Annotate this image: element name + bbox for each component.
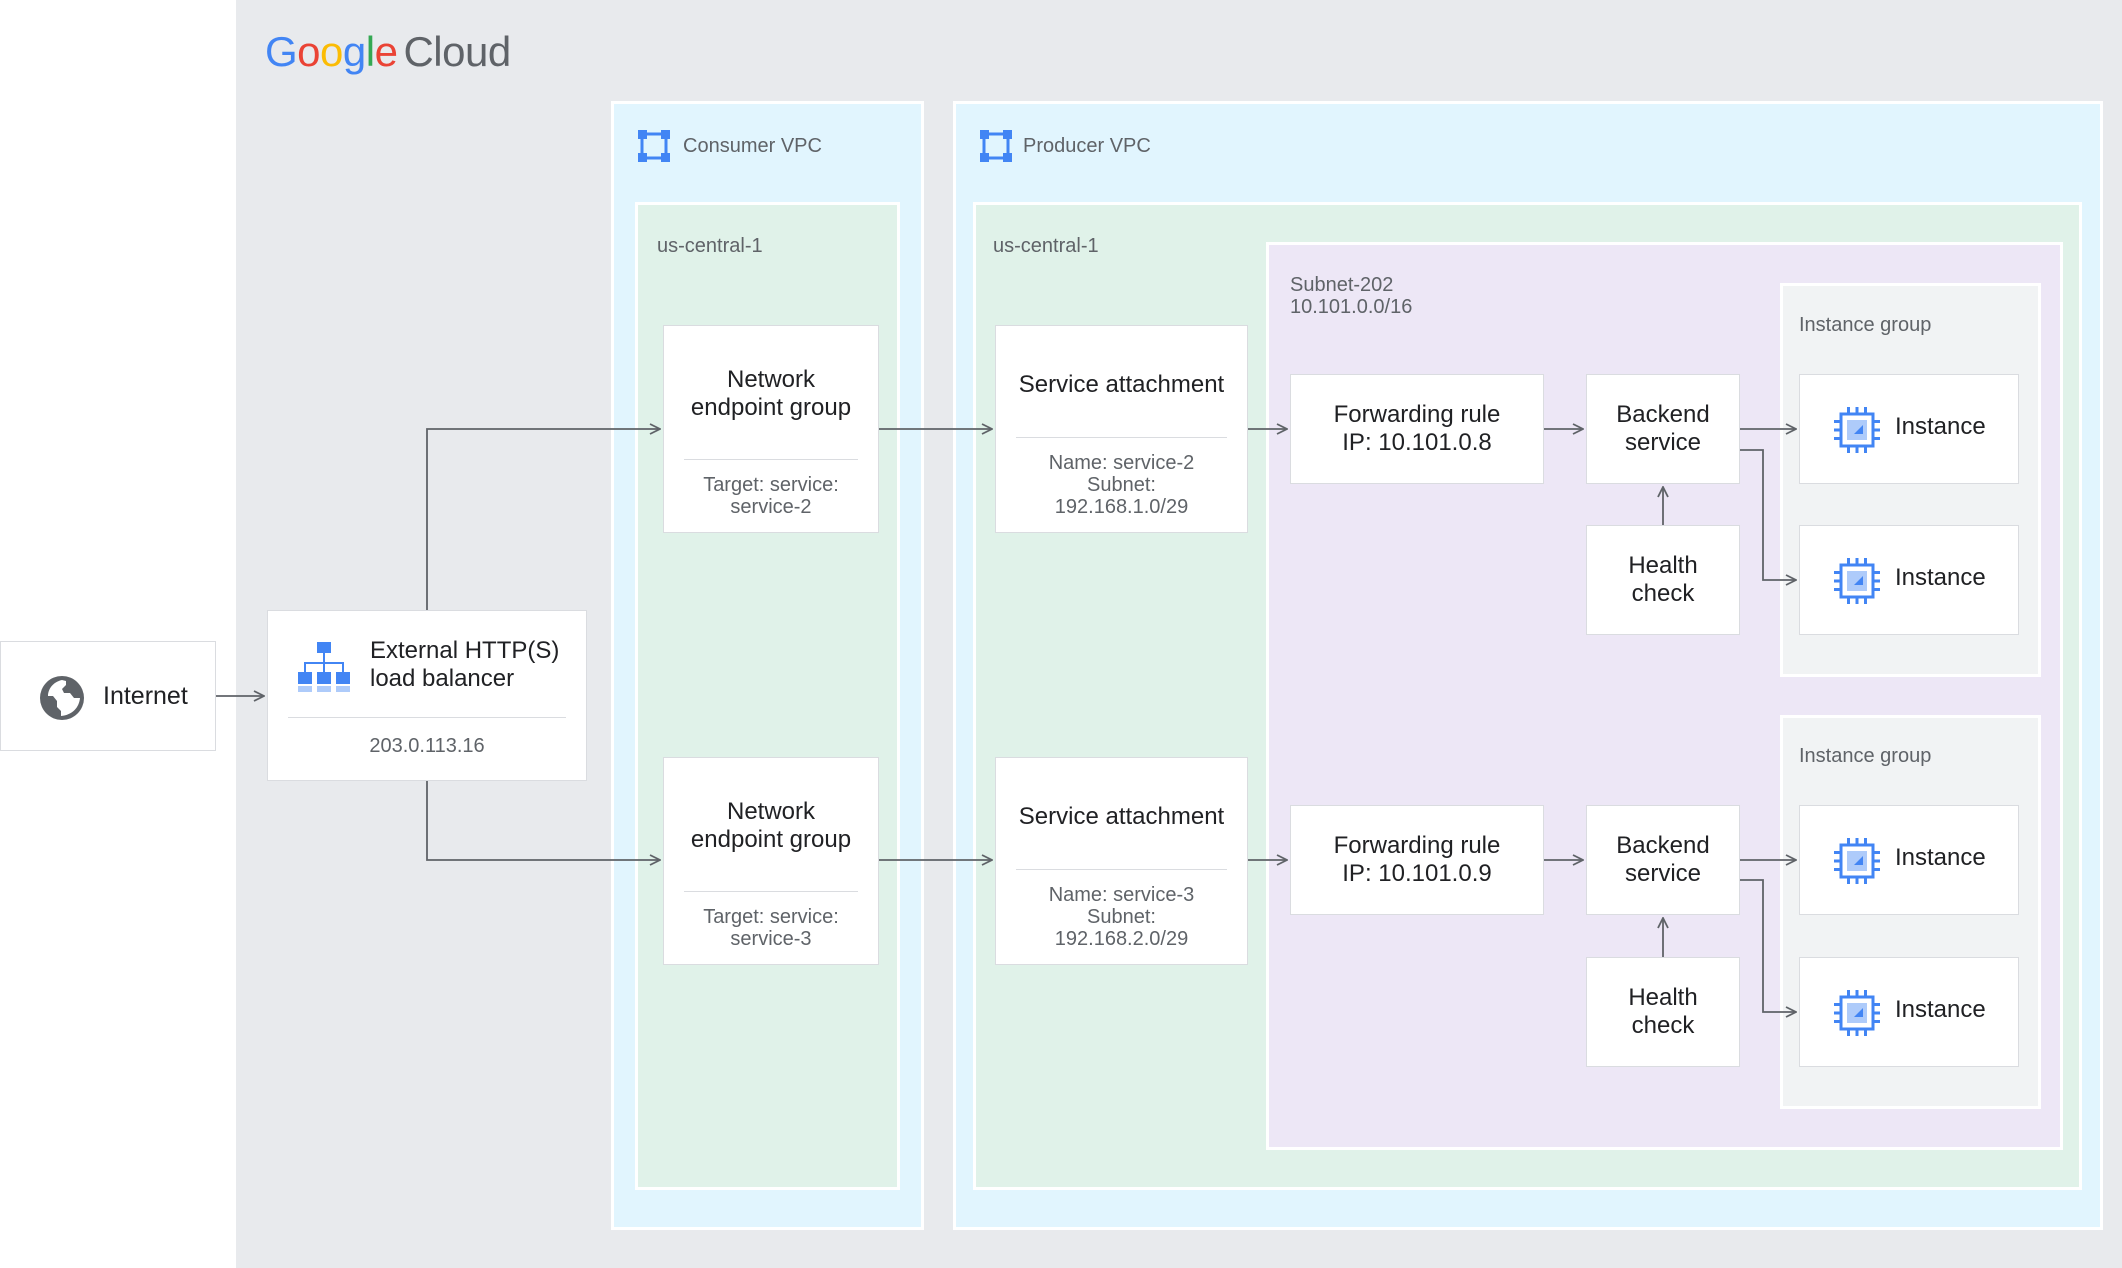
neg-target-line1: Target: service: — [703, 906, 839, 928]
service-attachment-subnet: 192.168.1.0/29 — [1054, 496, 1189, 518]
consumer-vpc-label: Consumer VPC — [683, 135, 822, 157]
google-wordmark-letter: o — [320, 28, 343, 75]
network-endpoint-group-1: Network endpoint group Target: service: … — [663, 325, 879, 533]
backend-service-1: Backend service — [1586, 374, 1740, 484]
internet-node: Internet — [0, 641, 216, 751]
neg-title-line1: Network — [726, 366, 816, 393]
service-attachment-name: Name: service-3 — [1048, 884, 1195, 906]
compute-instance-icon — [1832, 988, 1882, 1038]
google-wordmark-letter: G — [265, 28, 298, 75]
neg-title-line2: endpoint group — [690, 826, 852, 853]
consumer-region-label: us-central-1 — [657, 235, 763, 257]
neg-target-line2: service-3 — [730, 928, 812, 950]
google-wordmark: Google — [265, 28, 398, 75]
compute-instance-icon — [1832, 405, 1882, 455]
instance-label: Instance — [1895, 413, 1986, 440]
network-endpoint-group-2: Network endpoint group Target: service: … — [663, 757, 879, 965]
service-attachment-2: Service attachment Name: service-3 Subne… — [995, 757, 1248, 965]
google-wordmark-letter: l — [365, 28, 375, 75]
load-balancer-icon — [298, 642, 350, 692]
vpc-icon — [636, 128, 672, 164]
service-attachment-title: Service attachment — [1018, 371, 1225, 398]
external-load-balancer: External HTTP(S) load balancer 203.0.113… — [267, 610, 587, 781]
forwarding-rule-2: Forwarding rule IP: 10.101.0.9 — [1290, 805, 1544, 915]
service-attachment-subnet-label: Subnet: — [1087, 474, 1156, 496]
backend-service-line2: service — [1624, 860, 1702, 887]
instance-label: Instance — [1895, 996, 1986, 1023]
backend-service-line1: Backend — [1616, 832, 1710, 859]
instance-group-label: Instance group — [1799, 314, 1932, 336]
compute-instance-icon — [1832, 836, 1882, 886]
health-check-line1: Health — [1628, 984, 1698, 1011]
neg-title-line2: endpoint group — [690, 394, 852, 421]
instance-1a: Instance — [1799, 374, 2019, 484]
load-balancer-ip: 203.0.113.16 — [369, 735, 485, 757]
service-attachment-subnet-label: Subnet: — [1087, 906, 1156, 928]
backend-service-line2: service — [1624, 429, 1702, 456]
instance-1b: Instance — [1799, 525, 2019, 635]
backend-service-line1: Backend — [1616, 401, 1710, 428]
forwarding-rule-1: Forwarding rule IP: 10.101.0.8 — [1290, 374, 1544, 484]
neg-target-line1: Target: service: — [703, 474, 839, 496]
instance-2b: Instance — [1799, 957, 2019, 1067]
service-attachment-name: Name: service-2 — [1048, 452, 1195, 474]
divider — [1016, 437, 1227, 438]
load-balancer-title-line1: External HTTP(S) — [370, 637, 560, 664]
subnet-name: Subnet-202 — [1290, 274, 1394, 296]
divider — [1016, 869, 1227, 870]
instance-label: Instance — [1895, 564, 1986, 591]
google-wordmark-letter: e — [374, 28, 398, 75]
divider — [684, 891, 858, 892]
instance-2a: Instance — [1799, 805, 2019, 915]
instance-group-label: Instance group — [1799, 745, 1932, 767]
compute-instance-icon — [1832, 556, 1882, 606]
subnet-cidr: 10.101.0.0/16 — [1290, 296, 1413, 318]
forwarding-rule-ip: IP: 10.101.0.9 — [1342, 860, 1492, 887]
producer-region-label: us-central-1 — [993, 235, 1099, 257]
health-check-line2: check — [1631, 580, 1695, 607]
service-attachment-1: Service attachment Name: service-2 Subne… — [995, 325, 1248, 533]
google-wordmark-letter: o — [297, 28, 321, 75]
producer-vpc-label: Producer VPC — [1023, 135, 1151, 157]
neg-title-line1: Network — [726, 798, 816, 825]
forwarding-rule-line1: Forwarding rule — [1333, 401, 1501, 428]
forwarding-rule-ip: IP: 10.101.0.8 — [1342, 429, 1492, 456]
forwarding-rule-line1: Forwarding rule — [1333, 832, 1501, 859]
health-check-line2: check — [1631, 1012, 1695, 1039]
load-balancer-title-line2: load balancer — [370, 665, 515, 692]
health-check-2: Health check — [1586, 957, 1740, 1067]
divider — [684, 459, 858, 460]
backend-service-2: Backend service — [1586, 805, 1740, 915]
health-check-line1: Health — [1628, 552, 1698, 579]
google-wordmark-letter: g — [342, 28, 366, 75]
instance-label: Instance — [1895, 844, 1986, 871]
globe-icon — [39, 675, 85, 721]
service-attachment-title: Service attachment — [1018, 803, 1225, 830]
neg-target-line2: service-2 — [730, 496, 812, 518]
internet-label: Internet — [103, 682, 188, 710]
cloud-wordmark: Cloud — [403, 28, 511, 75]
vpc-icon — [978, 128, 1014, 164]
health-check-1: Health check — [1586, 525, 1740, 635]
service-attachment-subnet: 192.168.2.0/29 — [1054, 928, 1189, 950]
divider — [288, 717, 566, 718]
